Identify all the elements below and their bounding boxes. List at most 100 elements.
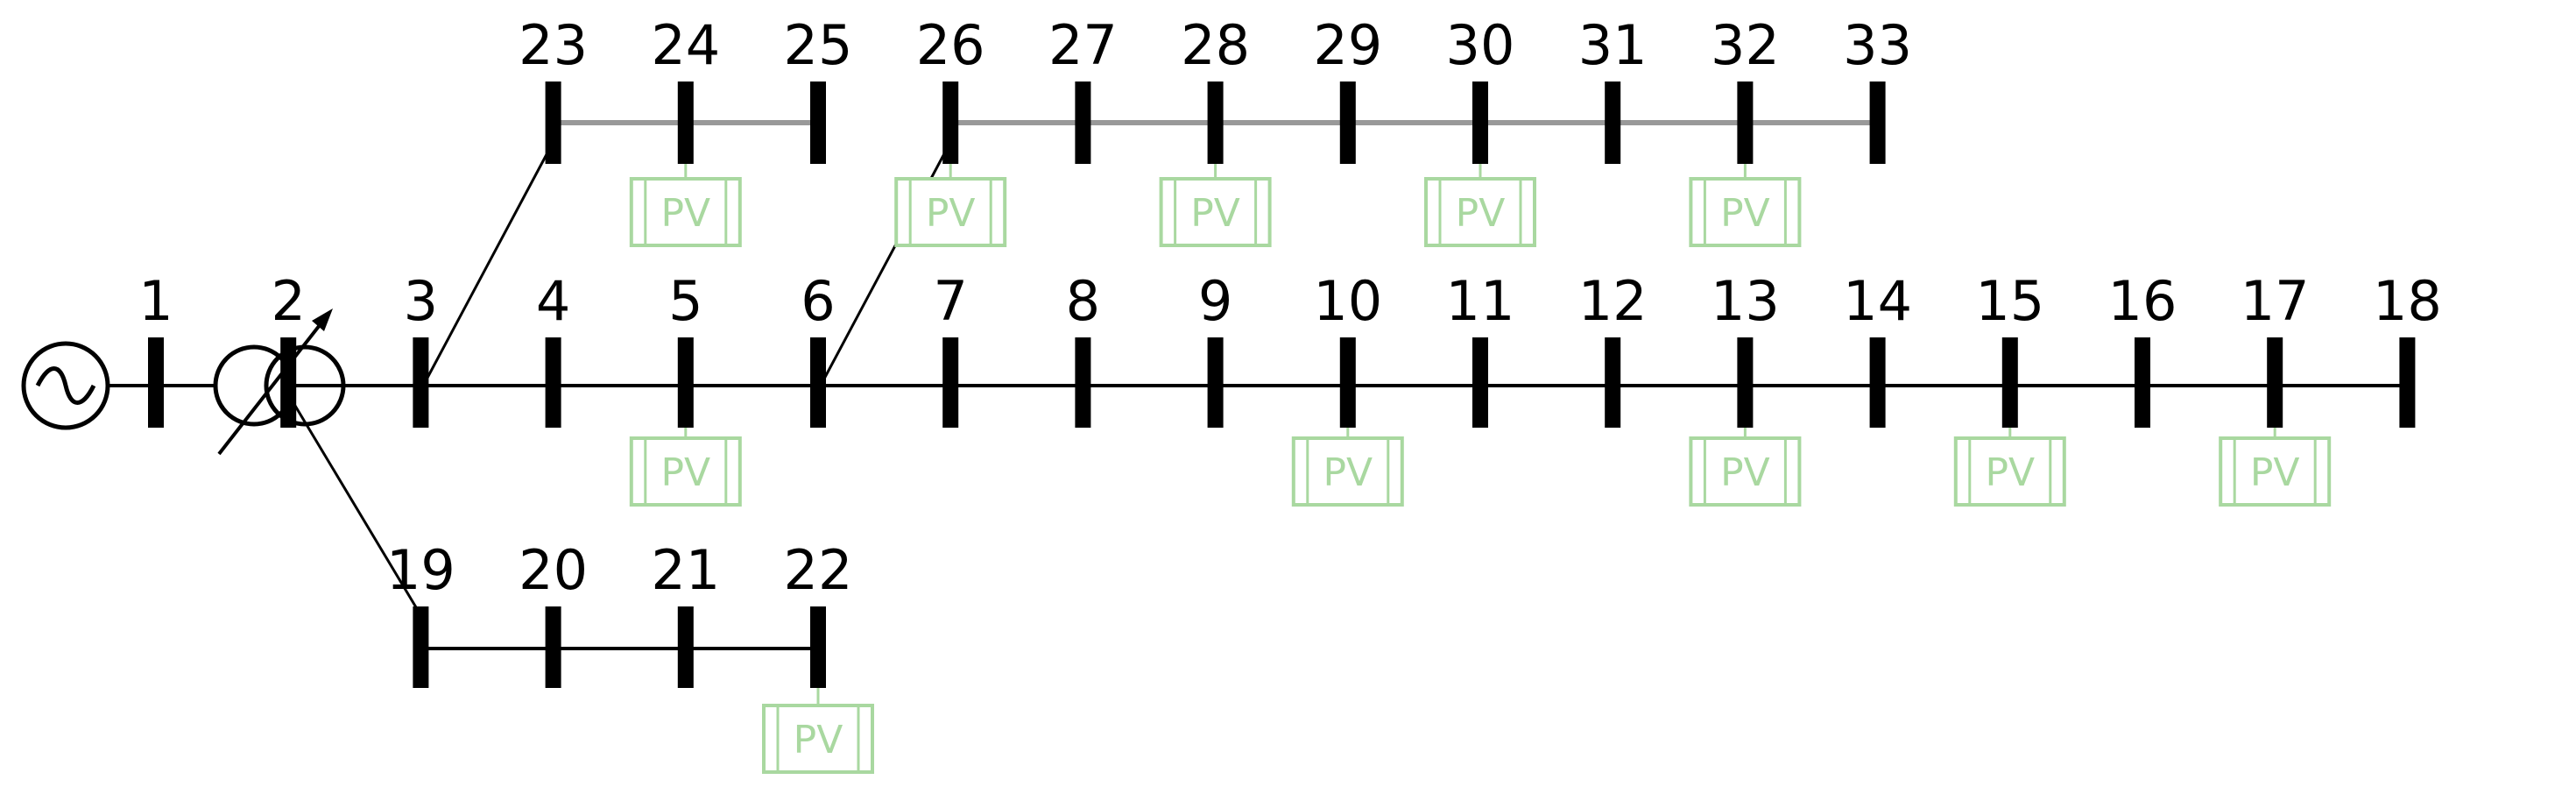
bus-label-14: 14	[1843, 269, 1912, 333]
bus-bar-33	[1869, 82, 1886, 164]
bus-label-2: 2	[271, 269, 305, 333]
pv-label: PV	[1720, 450, 1770, 495]
pv-label: PV	[660, 191, 710, 236]
bus-bar-32	[1737, 82, 1754, 164]
bus-bar-11	[1472, 337, 1488, 428]
bus-bar-14	[1869, 337, 1886, 428]
bus-bar-13	[1737, 337, 1754, 428]
pv-label: PV	[1985, 450, 2035, 495]
pv-panel-icon	[1689, 436, 1802, 507]
bus-bar-10	[1339, 337, 1356, 428]
pv-panel-icon	[762, 704, 874, 774]
bus-bar-27	[1075, 82, 1091, 164]
pv-panel-icon	[1424, 177, 1536, 247]
bus-label-19: 19	[386, 538, 455, 602]
bus-bar-1	[148, 337, 164, 428]
bus-bar-7	[942, 337, 959, 428]
bus-bar-30	[1472, 82, 1488, 164]
bus-bar-20	[545, 606, 561, 688]
pv-unit-13: PV	[1689, 428, 1802, 507]
pv-label: PV	[1190, 191, 1240, 236]
pv-layer: PV PV PV PV PV PV PV PV PV PV PV	[629, 164, 2332, 774]
pv-unit-32: PV	[1689, 164, 1802, 247]
bus-label-11: 11	[1446, 269, 1515, 333]
pv-panel-icon	[2219, 436, 2332, 507]
bus-label-33: 33	[1843, 13, 1912, 77]
bus-label-15: 15	[1975, 269, 2044, 333]
pv-label: PV	[1456, 191, 1506, 236]
bus-bar-16	[2135, 337, 2150, 428]
pv-unit-24: PV	[629, 164, 742, 247]
pv-panel-icon	[629, 177, 742, 247]
bus-label-28: 28	[1181, 13, 1250, 77]
pv-unit-15: PV	[1953, 428, 2066, 507]
bus-label-23: 23	[519, 13, 588, 77]
bus-bar-23	[545, 82, 561, 164]
bus-label-22: 22	[784, 538, 853, 602]
bus-label-13: 13	[1711, 269, 1780, 333]
bus-bar-15	[2001, 337, 2018, 428]
bus-bar-5	[677, 337, 694, 428]
bus-label-26: 26	[916, 13, 985, 77]
bus-label-16: 16	[2108, 269, 2177, 333]
pv-unit-30: PV	[1424, 164, 1536, 247]
bus-label-24: 24	[651, 13, 720, 77]
pv-unit-17: PV	[2219, 428, 2332, 507]
bus-bar-12	[1605, 337, 1621, 428]
bus-bar-9	[1207, 337, 1224, 428]
bus-label-27: 27	[1048, 13, 1118, 77]
bus-label-12: 12	[1578, 269, 1648, 333]
bus-bar-17	[2267, 337, 2283, 428]
bus-bar-31	[1605, 82, 1621, 164]
bus-label-1: 1	[138, 269, 173, 333]
pv-unit-28: PV	[1159, 164, 1272, 247]
pv-unit-10: PV	[1291, 428, 1404, 507]
bus-bar-19	[413, 606, 429, 688]
bus-label-21: 21	[651, 538, 720, 602]
pv-label: PV	[660, 450, 710, 495]
bus-label-30: 30	[1446, 13, 1515, 77]
bus-bar-3	[413, 337, 429, 428]
bus-label-8: 8	[1066, 269, 1100, 333]
bus-bar-24	[677, 82, 694, 164]
bus-bar-18	[2399, 337, 2416, 428]
bus-bar-8	[1075, 337, 1091, 428]
pv-panel-icon	[1689, 177, 1802, 247]
ac-source-icon	[21, 341, 110, 430]
bus-bar-22	[810, 606, 826, 688]
bus-bar-21	[677, 606, 694, 688]
pv-unit-22: PV	[762, 688, 874, 774]
bus-label-20: 20	[519, 538, 588, 602]
bus-label-10: 10	[1313, 269, 1382, 333]
bus-label-5: 5	[668, 269, 702, 333]
pv-label: PV	[1323, 450, 1373, 495]
bus-bar-6	[810, 337, 826, 428]
bus-label-29: 29	[1313, 13, 1382, 77]
bus-label-4: 4	[536, 269, 570, 333]
pv-label: PV	[1720, 191, 1770, 236]
pv-label: PV	[794, 718, 843, 762]
bus-bar-25	[810, 82, 826, 164]
branch-line-3-23	[425, 141, 554, 381]
pv-unit-26: PV	[894, 164, 1007, 247]
bus-bar-28	[1207, 82, 1224, 164]
pv-panel-icon	[894, 177, 1007, 247]
pv-unit-5: PV	[629, 428, 742, 507]
bus-label-31: 31	[1578, 13, 1648, 77]
bus-label-17: 17	[2241, 269, 2310, 333]
bus-bar-4	[545, 337, 561, 428]
bus-label-7: 7	[933, 269, 967, 333]
pv-label: PV	[2250, 450, 2300, 495]
bus-bar-2	[280, 337, 297, 428]
bus-label-3: 3	[404, 269, 438, 333]
bus-layer	[148, 82, 2416, 688]
pv-panel-icon	[1291, 436, 1404, 507]
pv-panel-icon	[629, 436, 742, 507]
bus-bar-29	[1339, 82, 1356, 164]
bus-label-25: 25	[784, 13, 853, 77]
bus-label-32: 32	[1711, 13, 1780, 77]
pv-panel-icon	[1953, 436, 2066, 507]
bus-label-18: 18	[2373, 269, 2442, 333]
